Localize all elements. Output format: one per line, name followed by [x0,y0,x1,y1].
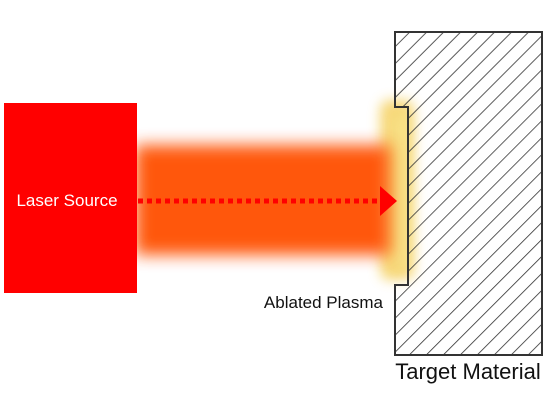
laser-source: Laser Source [4,103,137,293]
laser-source-box [4,103,137,293]
laser-source-label: Laser Source [16,191,117,210]
plasma-core [394,115,408,265]
target-label: Target Material [395,359,541,384]
beam-glow [135,145,390,255]
plasma-label: Ablated Plasma [264,293,384,312]
target-material [394,31,543,356]
target-block [394,31,543,356]
beam-arrowhead-icon [380,186,397,216]
laser-beam [135,145,397,255]
